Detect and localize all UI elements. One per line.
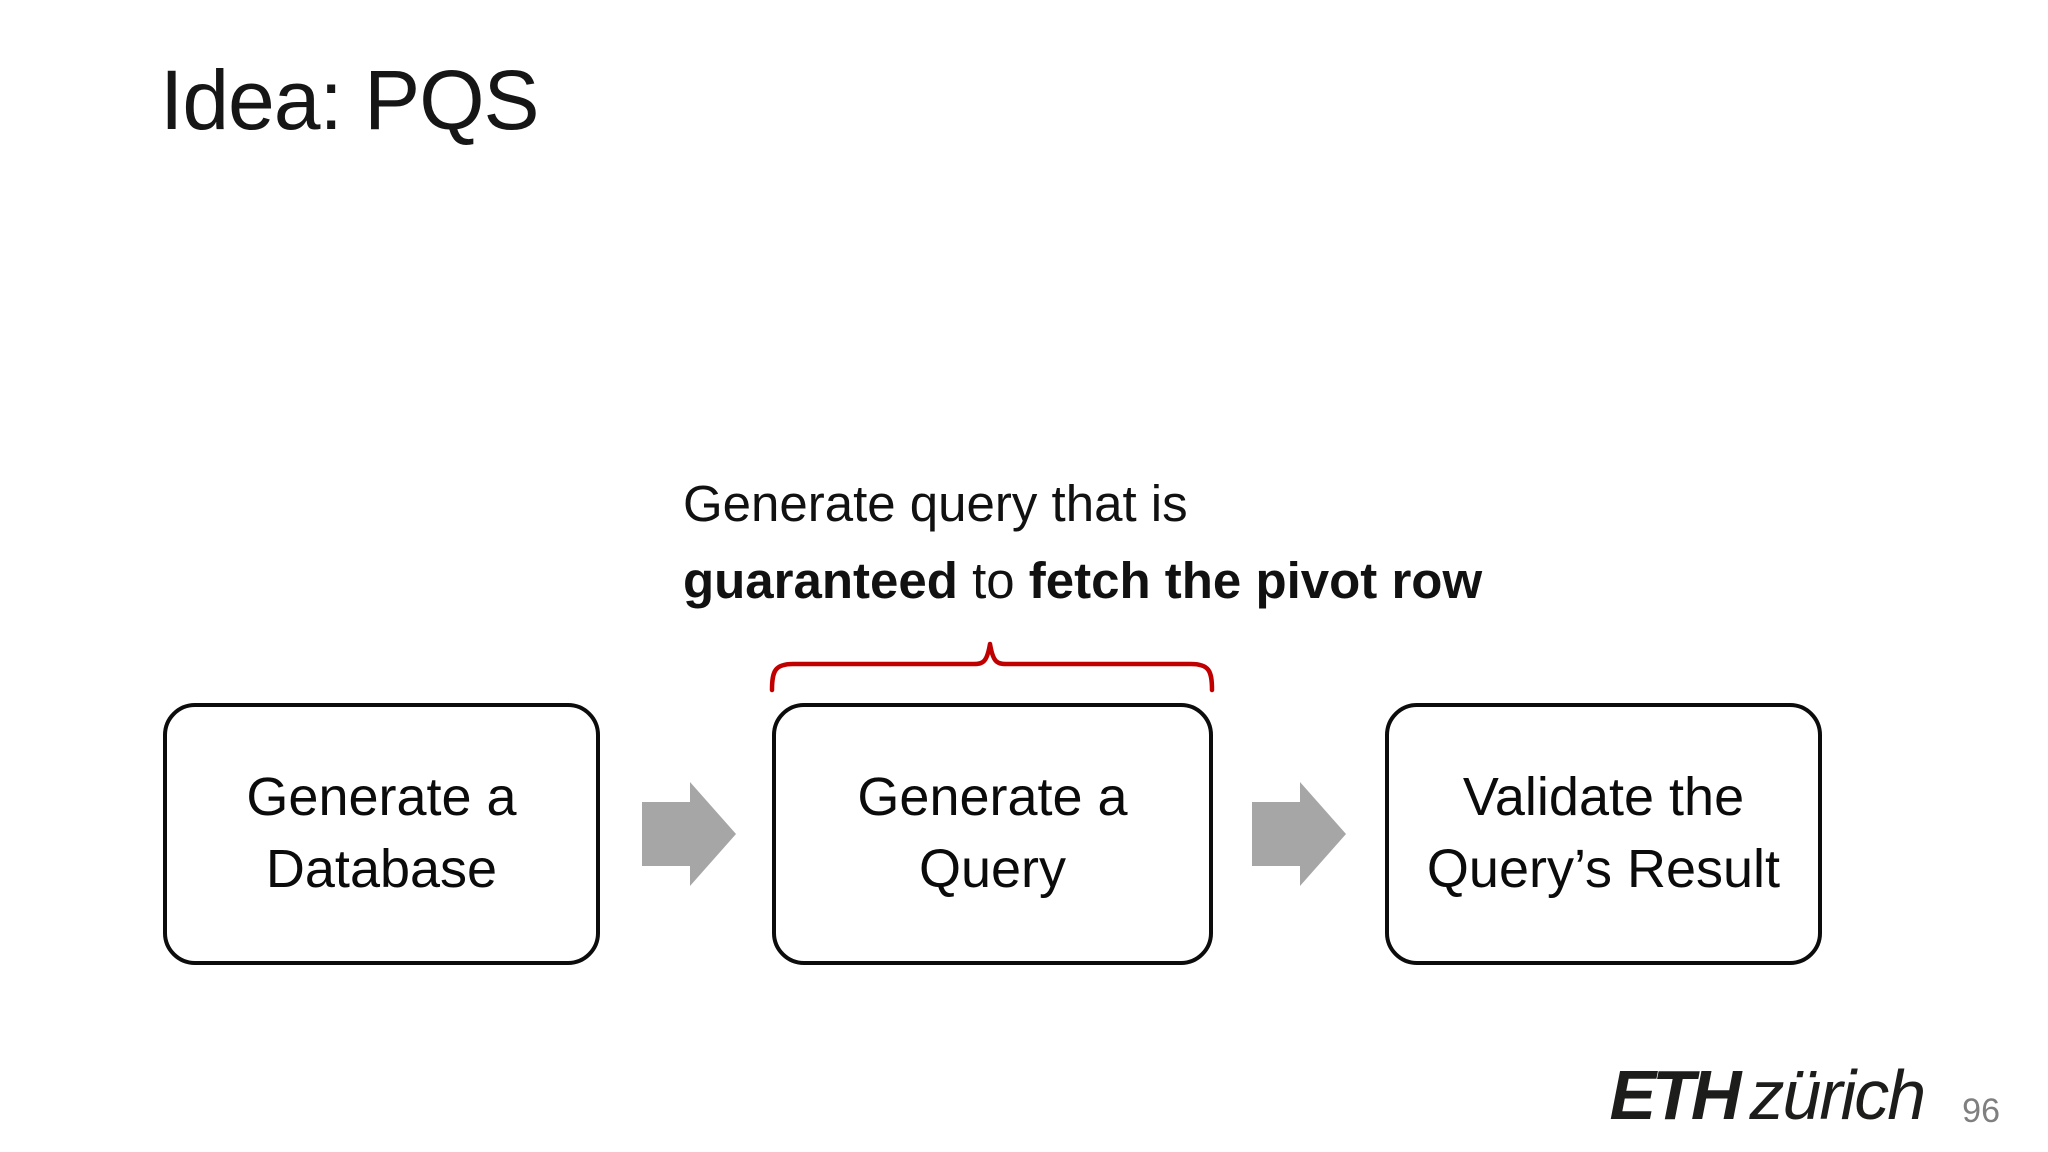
- eth-logo-mark: ETH: [1609, 1056, 1741, 1134]
- annotation-line-1: Generate query that is: [683, 475, 1188, 532]
- page-number: 96: [1962, 1092, 2000, 1130]
- flow-step-label-line: Database: [265, 839, 498, 899]
- arrow-right-icon: [1252, 782, 1346, 886]
- curly-brace-icon: [769, 641, 1215, 693]
- annotation-bold-guaranteed: guaranteed: [683, 551, 958, 609]
- flow-step-label-line: Validate the: [1462, 767, 1745, 828]
- annotation-text: Generate query that is guaranteed to fet…: [683, 466, 1482, 619]
- annotation-bold-fetch-pivot-row: fetch the pivot row: [1028, 551, 1483, 609]
- flow-step-label-line: Generate a: [246, 767, 517, 828]
- eth-logo-city: zürich: [1749, 1056, 1926, 1134]
- slide-title: Idea: PQS: [160, 53, 540, 147]
- flow-step-label-line: Generate a: [857, 767, 1128, 828]
- flow-step-generate-query: Generate a Query: [772, 703, 1213, 965]
- flow-step-generate-database: Generate a Database: [163, 703, 600, 965]
- flow-step-label-line: Query’s Result: [1426, 839, 1781, 899]
- flow-step-validate-result: Validate the Query’s Result: [1385, 703, 1822, 965]
- annotation-plain-to: to: [957, 551, 1029, 609]
- flow-step-label-line: Query: [918, 839, 1067, 899]
- annotation-line-2: guaranteed to fetch the pivot row: [683, 543, 1482, 620]
- arrow-right-icon: [642, 782, 736, 886]
